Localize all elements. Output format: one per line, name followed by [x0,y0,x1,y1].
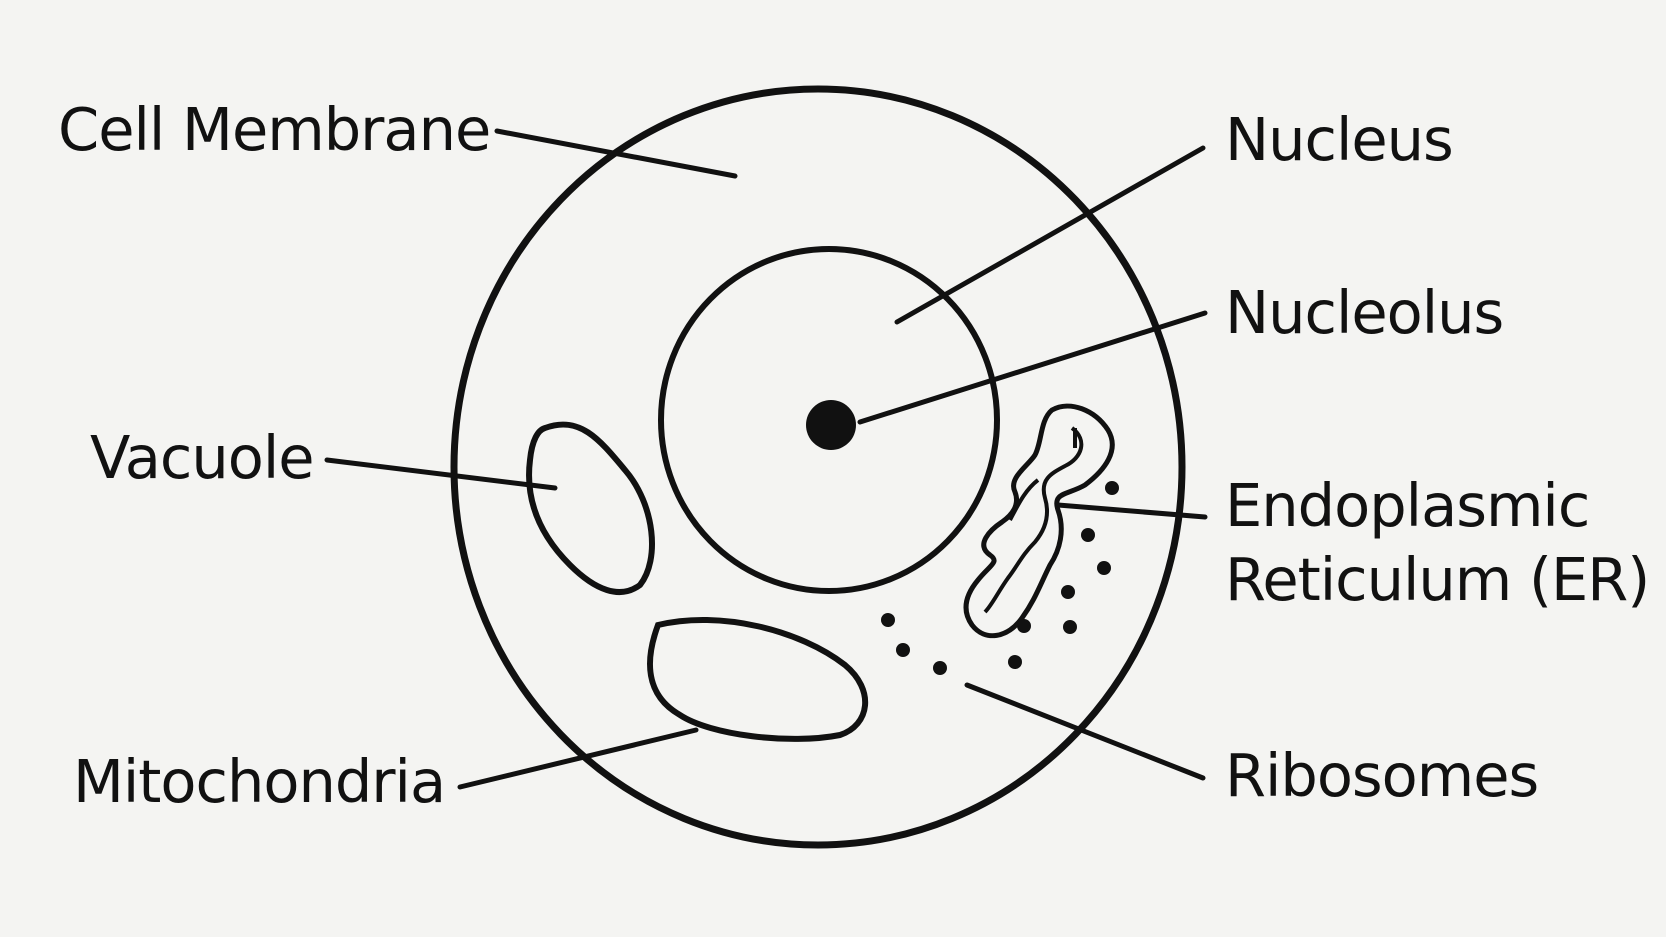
nucleolus-leader [857,310,1208,425]
ribosome-dot [1008,655,1022,669]
ribosomes-leader [964,682,1206,781]
vacuole-leader [324,457,558,491]
label-mitochondria: Mitochondria [73,747,445,816]
er-shape-outer [963,403,1115,639]
ribosome-dot [1081,528,1095,542]
ribosome-dot [1061,585,1075,599]
ribosome-dot [1017,619,1031,633]
cell-membrane-leader [494,128,738,179]
nucleolus-shape [806,400,856,450]
er-shape-inner [983,426,1084,614]
vacuole-shape [526,421,655,596]
label-ribosomes: Ribosomes [1225,741,1538,810]
mitochondria-shape [647,617,869,742]
ribosomes-group [881,481,1119,675]
ribosome-dot [933,661,947,675]
ribosome-dot [1097,561,1111,575]
ribosome-dot [1105,481,1119,495]
nucleus-shape [658,246,1000,594]
ribosome-dot [1063,620,1077,634]
ribosome-dot [896,643,910,657]
label-vacuole: Vacuole [90,423,314,492]
label-cell-membrane: Cell Membrane [58,95,490,164]
label-er-line1: Endoplasmic [1225,471,1589,540]
nucleus-leader [894,145,1206,325]
ribosome-dot [881,613,895,627]
label-er-line2: Reticulum (ER) [1225,545,1649,614]
er-leader [1055,502,1208,520]
label-nucleus: Nucleus [1225,105,1453,174]
mitochondria-leader [457,727,699,790]
label-nucleolus: Nucleolus [1225,278,1503,347]
cell-membrane-shape [450,85,1186,849]
